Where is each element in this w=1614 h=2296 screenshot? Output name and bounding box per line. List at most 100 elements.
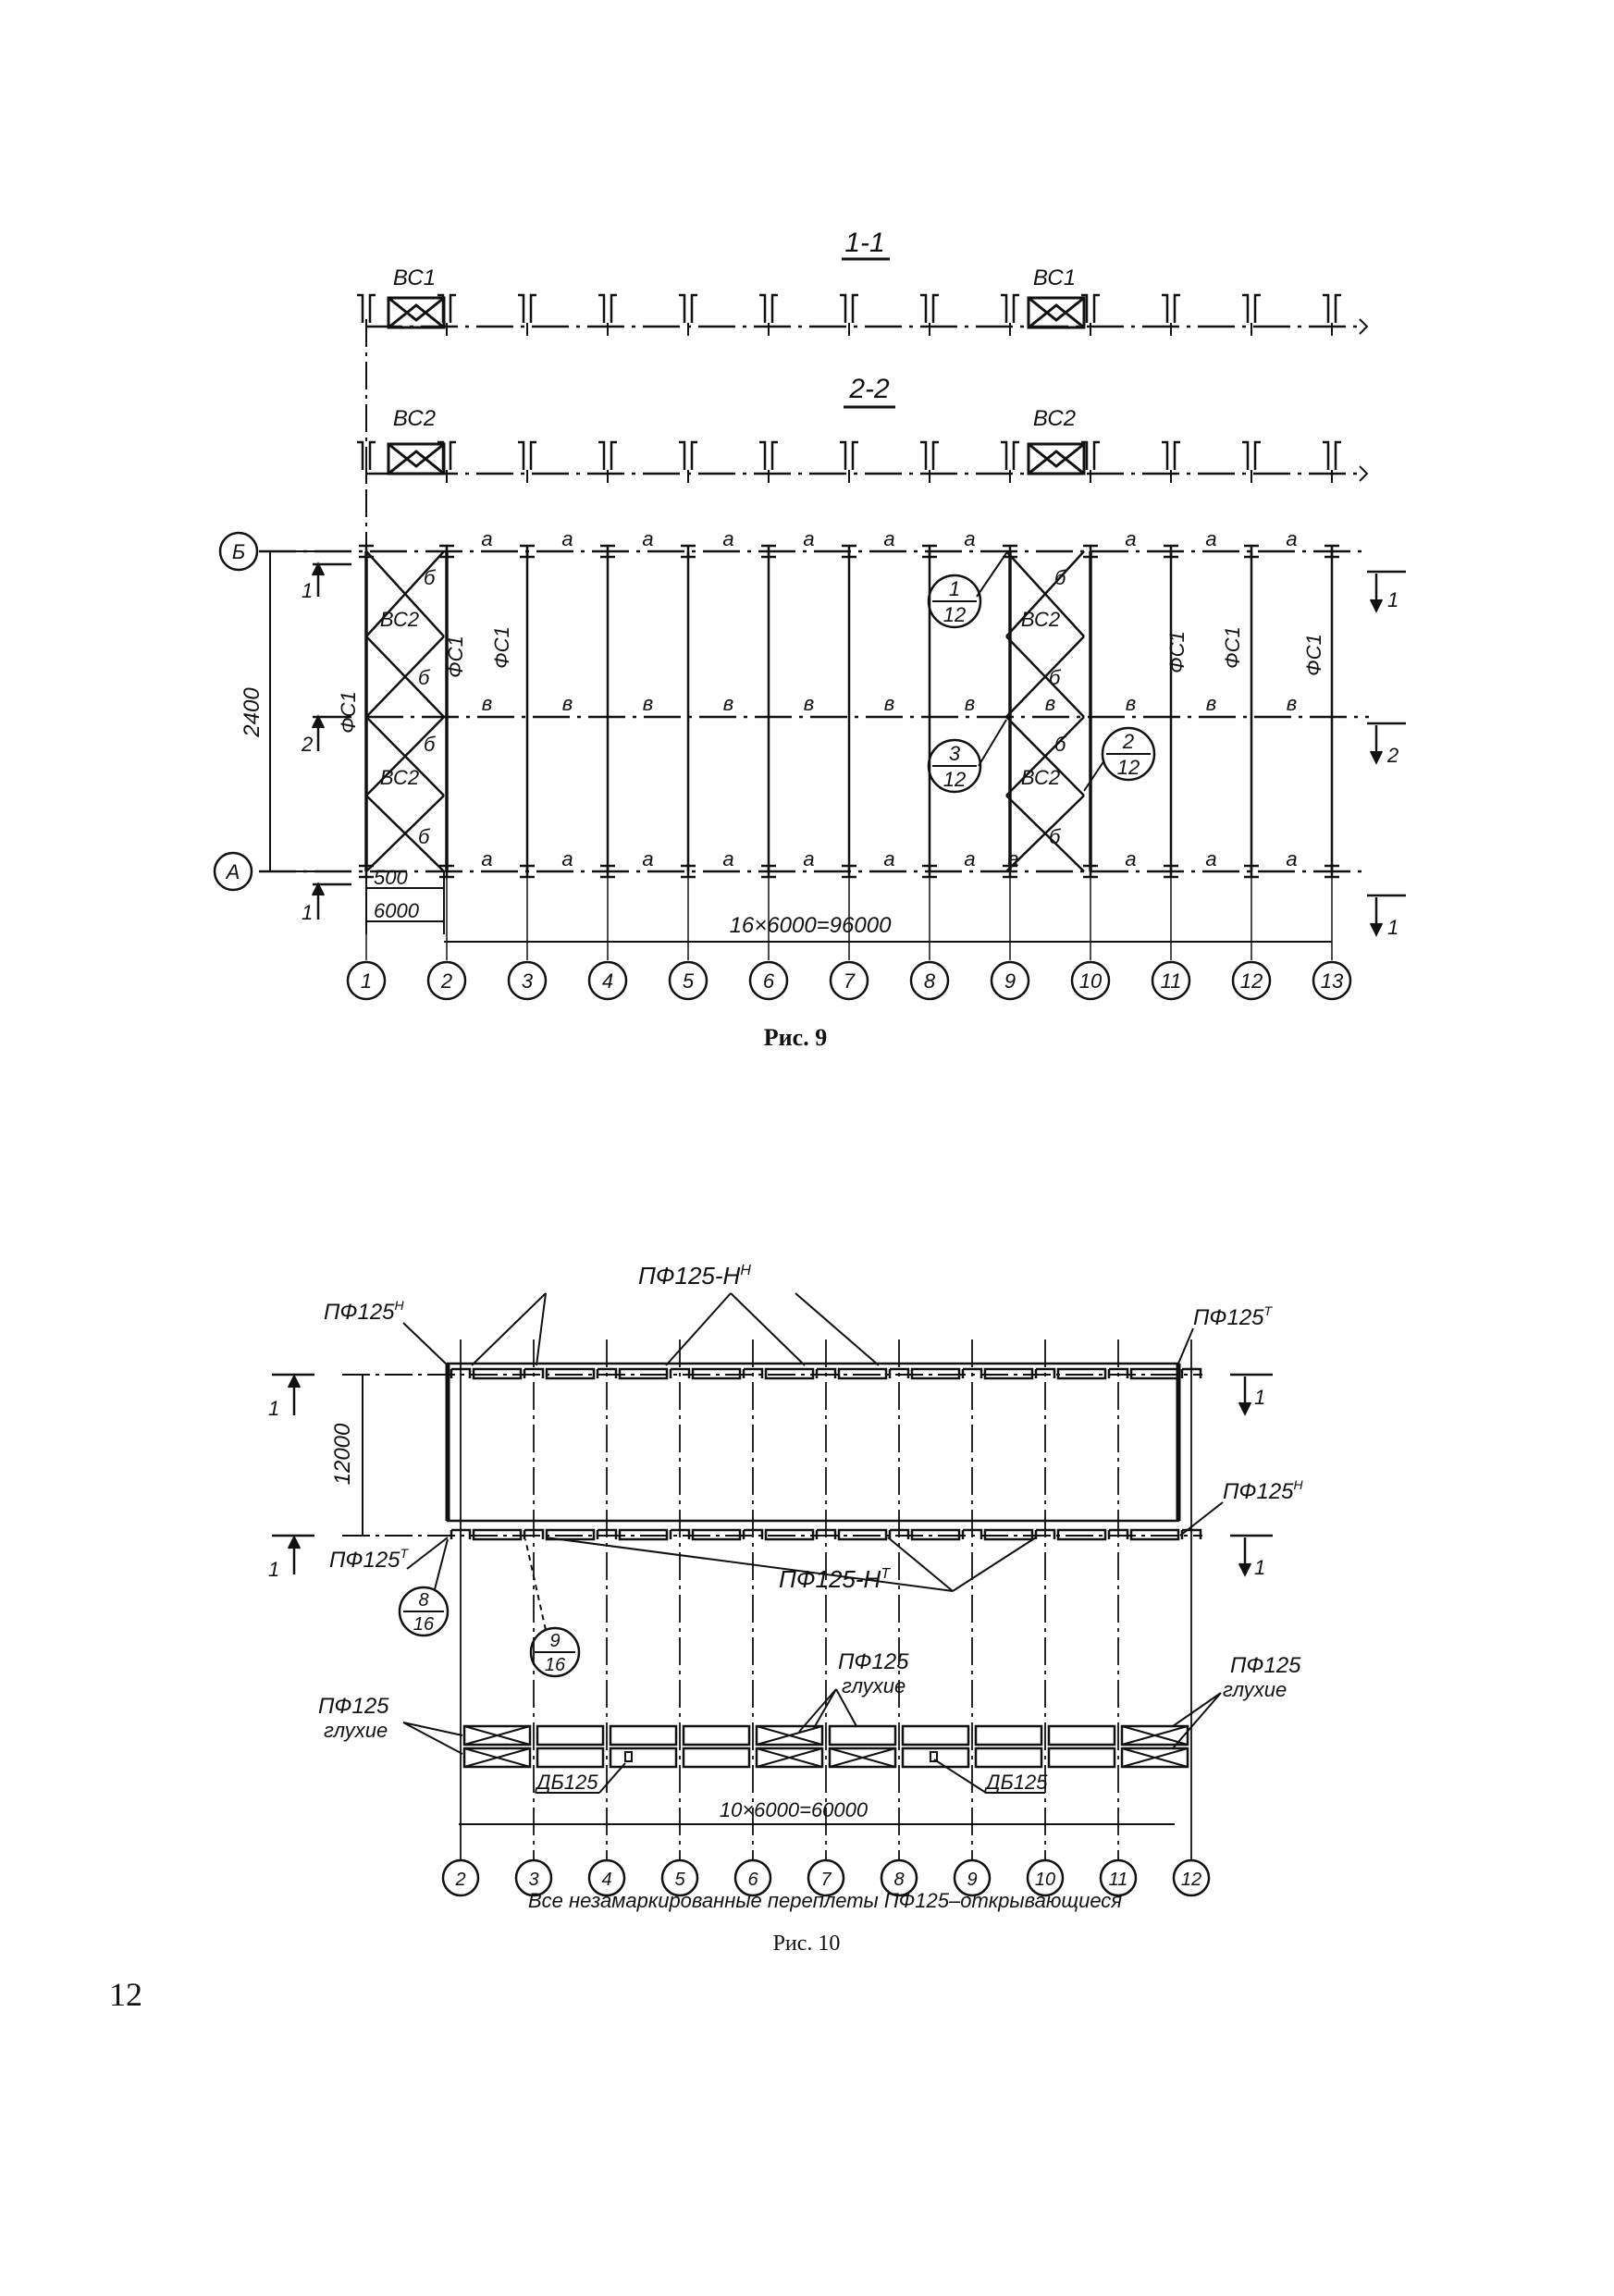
mark-a: а (883, 527, 894, 550)
mark-v: в (562, 692, 573, 715)
dimension-500-6000: 500 6000 (365, 866, 445, 934)
dim-total-60000: 10×6000=60000 (720, 1798, 869, 1821)
vs2-label-right: ВС2 (1033, 406, 1076, 431)
axis-label: 10 (1035, 1870, 1055, 1890)
section-mark-label: 2 (301, 733, 313, 756)
axis-bubble-10: 10 (1070, 960, 1111, 1001)
window-panel (536, 1724, 605, 1747)
axis-bubble-4: 4 (587, 960, 628, 1001)
node-8-16: 8 16 (398, 1538, 450, 1637)
mark-a: а (561, 527, 573, 550)
section-column-symbol (920, 293, 939, 336)
mark-b: б (418, 825, 431, 848)
window-panels (462, 1724, 1189, 1769)
axis-label: 7 (844, 969, 856, 993)
vs2-brace-left (387, 442, 446, 475)
pf125t-top-right: ПФ125Т (1193, 1303, 1274, 1330)
mark-a: а (481, 527, 492, 550)
mark-a: а (642, 847, 653, 870)
pf125-label-right: ПФ125 (1230, 1653, 1301, 1678)
axis-bubble-6: 6 (733, 1858, 772, 1897)
mark-a: а (964, 527, 975, 550)
mark-a: а (561, 847, 573, 870)
section-mark-label: 1 (302, 901, 313, 924)
node-1-bot: 12 (943, 603, 966, 626)
mark-b: б (1049, 825, 1062, 848)
frame-column (1324, 544, 1339, 960)
mark-a: а (1205, 847, 1216, 870)
fs1-label: ФС1 (337, 691, 360, 734)
section-column-symbol (759, 293, 778, 336)
axis-bubble-7: 7 (829, 960, 869, 1001)
node-3-top: 3 (949, 742, 961, 765)
axis-bubble-2: 2 (426, 960, 467, 1001)
section-mark-label: 1 (268, 1397, 279, 1420)
pf125-label-center: ПФ125 (838, 1649, 909, 1674)
vs1-brace-left (387, 296, 446, 329)
frame-column (523, 1339, 596, 1859)
mark-a: а (1007, 847, 1018, 870)
window-panel (974, 1747, 1043, 1769)
section-column-symbol (840, 440, 858, 483)
axis-label: 2 (454, 1870, 465, 1890)
axis-label: 11 (1161, 969, 1182, 993)
frame-column (596, 1339, 669, 1859)
mark-a: а (642, 527, 653, 550)
frame-column (450, 1339, 523, 1859)
dimension-12000: 12000 (330, 1375, 363, 1536)
fig10-columns (450, 1339, 1202, 1859)
section-mark-label: 1 (268, 1558, 279, 1581)
section-column-symbol (1323, 440, 1341, 483)
axis-label: 3 (528, 1870, 538, 1890)
dim-6000-label: 6000 (374, 899, 420, 922)
window-panel (682, 1747, 751, 1769)
frame-column (439, 544, 454, 960)
frame-column (1164, 544, 1178, 960)
section-mark-label: 2 (1386, 744, 1398, 767)
axis-label: 5 (683, 969, 695, 993)
node-1-top: 1 (949, 577, 960, 600)
mark-b: б (1049, 666, 1062, 689)
axis-label: 3 (522, 969, 534, 993)
braces-bay-9 (1005, 550, 1085, 872)
section-column-symbol (1081, 293, 1100, 336)
frame-column (961, 1339, 1034, 1859)
axis-bubble-8: 8 (909, 960, 950, 1001)
mark-v: в (482, 692, 492, 715)
fig10-note: Все незамаркированные переплеты ПФ125–от… (528, 1889, 1122, 1912)
fs1-label: ФС1 (444, 636, 467, 678)
mark-v: в (1287, 692, 1297, 715)
section-column-symbol (679, 440, 697, 483)
mark-b: б (424, 566, 437, 589)
axis-bubble-5: 5 (660, 1858, 699, 1897)
axis-label: 12 (1181, 1870, 1201, 1890)
mark-a: а (722, 527, 733, 550)
axis-label: 12 (1240, 969, 1263, 993)
section-column-symbol (1001, 440, 1019, 483)
frame-column (761, 544, 776, 960)
node-9-top: 9 (549, 1631, 560, 1651)
dimension-2400: 2400 (240, 550, 351, 872)
axis-label: 11 (1109, 1870, 1128, 1890)
section-mark-label: 1 (1387, 588, 1398, 611)
section-column-symbol (1242, 440, 1261, 483)
frame-column (1180, 1339, 1202, 1859)
axis-a-label: А (225, 860, 240, 883)
axis-label: 7 (820, 1870, 832, 1890)
fs1-label: ФС1 (1165, 631, 1189, 673)
axis-bubble-11: 11 (1151, 960, 1191, 1001)
mark-a: а (883, 847, 894, 870)
section-column-symbol (1242, 293, 1261, 336)
axis-label: 10 (1079, 969, 1103, 993)
gluhie-label-right: глухие (1223, 1678, 1287, 1701)
node-9-16: 9 16 (524, 1538, 581, 1678)
window-panel (682, 1724, 751, 1747)
section-column-symbol (759, 440, 778, 483)
axis-bubble-12: 12 (1231, 960, 1272, 1001)
section-marks-left (311, 562, 351, 920)
vs2-bay9-bot: ВС2 (1021, 766, 1060, 789)
